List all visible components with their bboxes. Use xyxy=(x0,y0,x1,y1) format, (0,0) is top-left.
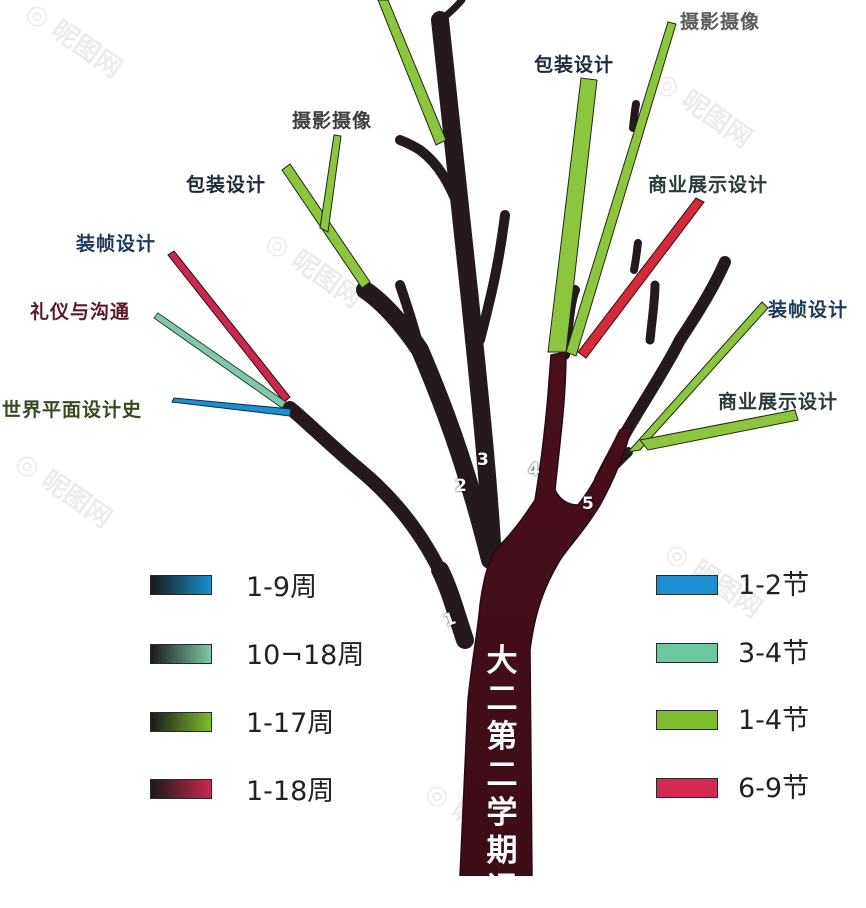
branch-number-2: 2 xyxy=(455,476,467,496)
tree-graphic xyxy=(153,0,799,876)
teal-branch xyxy=(153,312,287,409)
course-label-zhuangzhen-left: 装帧设计 xyxy=(76,233,157,255)
branch-number-3: 3 xyxy=(477,450,489,470)
legend-label-weeks-2: 1-17周 xyxy=(246,708,335,739)
legend-label-periods-2: 1-4节 xyxy=(738,705,810,736)
legend-swatch-weeks-2 xyxy=(150,712,212,732)
course-label-baozhuang-right: 包装设计 xyxy=(534,54,615,76)
trunk-title: 大二第二学期课 xyxy=(486,643,518,907)
legend-label-weeks-0: 1-9周 xyxy=(246,572,318,603)
trunk xyxy=(459,351,634,876)
legend-swatch-periods-2 xyxy=(656,710,718,730)
course-label-sheying-right: 摄影摄像 xyxy=(680,11,761,33)
course-label-baozhuang-left: 包装设计 xyxy=(186,174,267,196)
course-label-shangye-right-top: 商业展示设计 xyxy=(648,174,769,196)
legend-swatch-periods-1 xyxy=(656,643,718,663)
blue-branch xyxy=(171,397,292,417)
legend-label-periods-3: 6-9节 xyxy=(738,773,810,804)
legend-swatch-weeks-1 xyxy=(150,644,212,664)
legend-label-periods-0: 1-2节 xyxy=(738,570,810,601)
legend-label-periods-1: 3-4节 xyxy=(738,638,810,669)
legend-swatch-periods-3 xyxy=(656,778,718,798)
course-label-shijie: 世界平面设计史 xyxy=(2,399,143,421)
legend-label-weeks-1: 10¬18周 xyxy=(246,640,365,671)
course-label-sheying-left: 摄影摄像 xyxy=(292,110,373,132)
legend-label-weeks-3: 1-18周 xyxy=(246,776,335,807)
course-label-liyi: 礼仪与沟通 xyxy=(30,301,131,323)
course-label-zhuangzhen-right: 装帧设计 xyxy=(768,299,849,321)
branch-number-4: 4 xyxy=(528,460,540,480)
pink-branch xyxy=(167,250,291,403)
red-branch xyxy=(577,197,705,359)
legend-swatch-periods-0 xyxy=(656,575,718,595)
course-tree-diagram: ◎ 昵图网 ◎ 昵图网 ◎ 昵图网 ◎ 昵图网 ◎ 昵图网 ◎ 昵图网 xyxy=(2,0,849,876)
green-branches xyxy=(281,0,799,453)
course-label-shangye-right-bottom: 商业展示设计 xyxy=(718,391,839,413)
branch-number-5: 5 xyxy=(582,494,594,514)
legend-swatch-weeks-3 xyxy=(150,779,212,799)
legend-swatch-weeks-0 xyxy=(150,575,212,595)
